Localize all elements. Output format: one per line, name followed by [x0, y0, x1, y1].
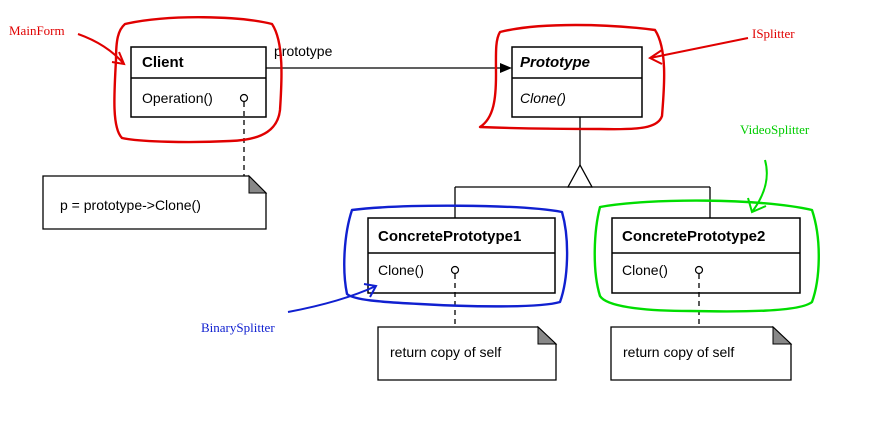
- concrete1-note: return copy of self: [377, 325, 558, 381]
- inheritance-triangle: [566, 163, 594, 188]
- isplitter-annotation: ISplitter: [752, 26, 795, 41]
- concrete2-note-fold: [772, 325, 793, 345]
- binarysplitter-scribble: [343, 204, 569, 308]
- concrete2-note-box: [610, 326, 792, 381]
- association-arrowhead: [500, 63, 512, 73]
- isplitter-scribble: [478, 23, 666, 131]
- videosplitter-arrowhead: [747, 197, 767, 214]
- concrete2-box: [611, 217, 801, 294]
- concrete2-note-text: return copy of self: [623, 344, 734, 360]
- mainform-annotation: MainForm: [9, 23, 65, 38]
- concrete2-operation: Clone(): [622, 262, 668, 278]
- concrete-prototype-2-class: ConcretePrototype2 Clone(): [611, 217, 801, 294]
- binarysplitter-arrow: [287, 285, 377, 313]
- concrete-prototype-1-class: ConcretePrototype1 Clone(): [367, 217, 556, 294]
- mainform-arrowhead: [111, 51, 126, 66]
- binarysplitter-arrowhead: [363, 283, 378, 298]
- client-operation: Operation(): [142, 90, 213, 106]
- client-note-box: [42, 175, 267, 230]
- prototype-box: [511, 46, 643, 118]
- videosplitter-scribble: [593, 199, 820, 313]
- concrete2-note: return copy of self: [610, 325, 793, 381]
- mainform-scribble: [113, 16, 283, 144]
- concrete1-operation: Clone(): [378, 262, 424, 278]
- concrete1-box: [367, 217, 556, 294]
- prototype-class: Prototype Clone(): [511, 46, 643, 118]
- concrete1-name: ConcretePrototype1: [378, 228, 521, 245]
- concrete1-note-fold: [537, 325, 558, 345]
- videosplitter-annotation: VideoSplitter: [740, 122, 810, 137]
- concrete1-note-text: return copy of self: [390, 344, 501, 360]
- concrete1-op-note-anchor: [450, 265, 460, 275]
- client-class: Client Operation(): [130, 46, 267, 118]
- isplitter-arrowhead: [648, 49, 663, 65]
- client-note-fold: [248, 174, 268, 194]
- client-note-text: p = prototype->Clone(): [60, 197, 201, 213]
- prototype-name: Prototype: [520, 54, 590, 71]
- mainform-arrow: [77, 33, 125, 65]
- client-note: p = prototype->Clone(): [42, 174, 268, 230]
- concrete2-op-note-anchor: [694, 265, 704, 275]
- association-label: prototype: [274, 43, 333, 59]
- isplitter-arrow: [649, 37, 749, 59]
- client-name: Client: [142, 54, 184, 71]
- client-op-note-anchor: [239, 93, 249, 103]
- videosplitter-arrow: [751, 159, 768, 213]
- prototype-operation: Clone(): [520, 90, 566, 106]
- concrete1-note-box: [377, 326, 557, 381]
- concrete2-name: ConcretePrototype2: [622, 228, 765, 245]
- binarysplitter-annotation: BinarySplitter: [201, 320, 275, 335]
